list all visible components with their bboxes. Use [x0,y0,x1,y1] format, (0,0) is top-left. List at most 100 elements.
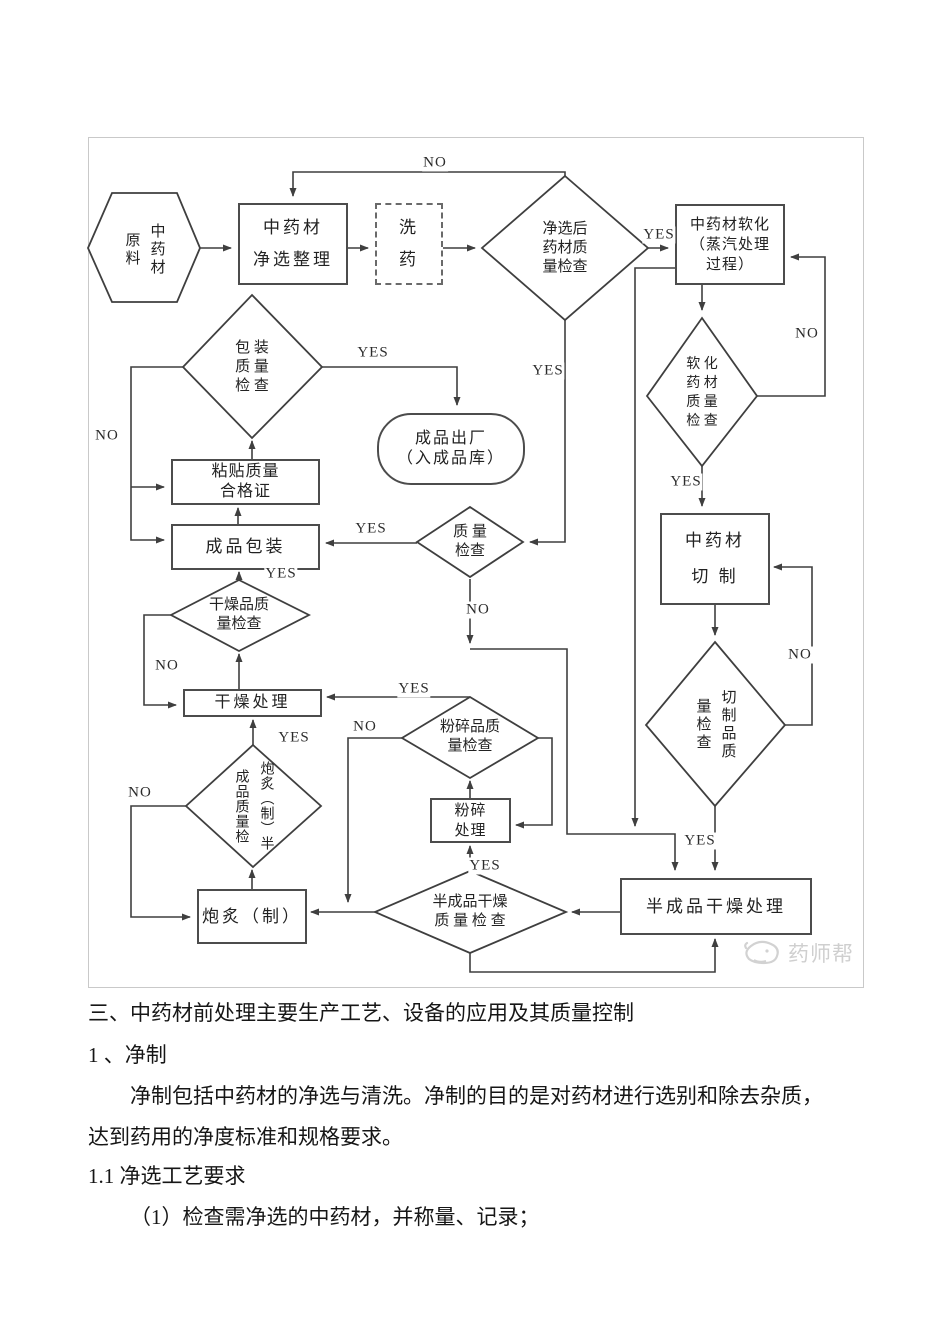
diamond-soft-qc [645,316,759,468]
node-shipping: 成品出厂 （入成品库） [377,413,525,485]
node-label: 炮炙（制）半 [258,761,274,851]
edge-softening-branch-down [631,267,675,827]
edge-label-yes-semidryqc: YES [468,857,502,875]
node-label: 干燥处理 [214,694,291,711]
node-label: 合格证 [219,483,271,500]
node-label: 粉碎品质 [439,719,500,735]
node-label: 检查 [454,543,485,559]
diamond-pack-qc [181,293,324,440]
node-post-clean-qc: 净选后 药材质 量检查 [505,217,625,279]
edge-label-yes-cutqc: YES [683,832,717,850]
node-label: 量检查 [694,698,711,752]
edge-label-no-crushqc: NO [352,718,378,736]
edge-postcleanqc-yes-finalqc [529,320,566,546]
list-item-1-1: 1.1 净选工艺要求 [88,1164,246,1188]
watermark: 药师帮 [742,938,854,968]
node-label: 干燥品质 [208,597,269,613]
node-crush-qc: 粉碎品质 量检查 [410,717,530,757]
node-label: 成品质量检 [233,768,249,844]
diamond-dry-qc [169,578,311,653]
node-label: 粘贴质量 [211,463,280,480]
edge-packqc-yes-shipping [322,366,461,406]
node-label: 量检查 [216,616,262,632]
paragraph-3: （1）检查需净选的中药材，并称量、记录； [130,1205,540,1229]
diamond-final-qc [415,505,525,579]
edge-label-no-softqc: NO [794,325,820,343]
node-label: 半成品干燥处理 [646,896,786,916]
diamond-paozhi-qc [184,743,323,869]
paragraph-1: 净制包括中药材的净选与清洗。净制的目的是对药材进行选别和除去杂质， [130,1084,823,1108]
node-label: 净选后 [542,220,588,237]
edge-cutqc-no-loop [773,563,813,726]
diamond-post-clean-qc [480,174,650,322]
node-label: 药 [399,250,419,270]
node-label: （蒸汽处理 [689,236,770,253]
node-label: 质 量 检 查 [434,913,506,929]
edge-label-yes-postcleanqc-right: YES [642,226,676,244]
list-item-1: 1 、净制 [88,1043,167,1067]
node-soft-qc: 软 化 药 材 质 量 检 查 [662,354,742,432]
node-paozhi-qc: 成品质量检 炮炙（制）半 [218,756,288,856]
node-label: 成品包装 [205,537,286,556]
diamond-semi-dry-qc [372,870,569,954]
section-heading: 三、中药材前处理主要生产工艺、设备的应用及其质量控制 [88,1001,634,1025]
edge-label-no-dryqc: NO [154,657,180,675]
node-paozhi: 炮炙（制） [197,889,307,944]
paragraph-2: 达到药用的净度标准和规格要求。 [88,1125,403,1149]
edge-label-no-packqc: NO [94,427,120,445]
node-label: 中药材 [148,223,165,277]
node-label: （入成品库） [396,450,505,467]
diamond-cut-qc [644,640,787,808]
node-label: 药 材 [686,376,718,391]
node-drying: 干燥处理 [183,689,322,717]
node-cutting: 中药材 切 制 [660,513,770,605]
node-label: 质 量 [453,524,487,540]
node-label: 检 查 [235,377,269,394]
node-label: 切 制 [691,567,739,586]
edge-label-no-paozhiqc: NO [127,784,153,802]
node-washing: 洗 药 [375,203,443,285]
edge-packqc-no-packing [130,366,183,544]
node-label: 原料 [123,232,140,268]
edge-no-top-loop [289,171,566,197]
node-pack-qc: 包 装 质 量 检 查 [202,336,302,398]
node-packing: 成品包装 [171,524,320,570]
node-semi-dry-qc: 半成品干燥 质 量 检 查 [400,892,540,932]
watermark-text: 药师帮 [788,943,854,966]
node-label: 量检查 [542,258,588,275]
edge-paozhiqc-no-loop [130,805,191,921]
edge-label-yes-packqc: YES [356,344,390,362]
node-cleaning: 中药材 净选整理 [238,203,348,285]
node-label: 检 查 [686,414,718,429]
node-raw-material: 原料 中药材 [104,210,184,290]
node-label: 炮炙（制） [202,906,302,926]
edge-label-yes-postcleanqc-down: YES [531,362,565,380]
node-cut-qc: 量检查 切制品质 [680,674,750,776]
node-label: 质 量 [686,395,718,410]
edge-semidryqc-loop-semidrying [469,938,719,973]
node-dry-qc: 干燥品质 量检查 [179,595,299,635]
edge-label-yes-softqc: YES [669,473,703,491]
node-label: 量检查 [447,738,493,754]
edge-finalqc-no-to-semidrying [470,648,679,871]
node-label: 洗 [399,217,419,237]
edge-label-yes-crushqc: YES [397,680,431,698]
node-label: 软 化 [686,357,718,372]
node-label: 中药材软化 [689,216,770,233]
edge-label-no-cutqc: NO [787,646,813,664]
edge-label-yes-paozhiqc: YES [277,729,311,747]
node-labeling: 粘贴质量 合格证 [171,459,320,505]
node-softening: 中药材软化 （蒸汽处理 过程） [675,204,785,285]
hexagon-raw-material [87,192,201,303]
node-label: 过程） [705,256,754,273]
edge-crushqc-no-down [344,737,402,903]
edge-crushqc-loop-crushing [515,737,553,829]
node-label: 半成品干燥 [432,894,508,910]
diamond-crush-qc [400,695,540,780]
watermark-logo-icon [744,940,779,965]
node-label: 粉碎 [454,802,487,819]
node-label: 成品出厂 [414,430,487,447]
node-label: 切制品质 [719,689,736,761]
